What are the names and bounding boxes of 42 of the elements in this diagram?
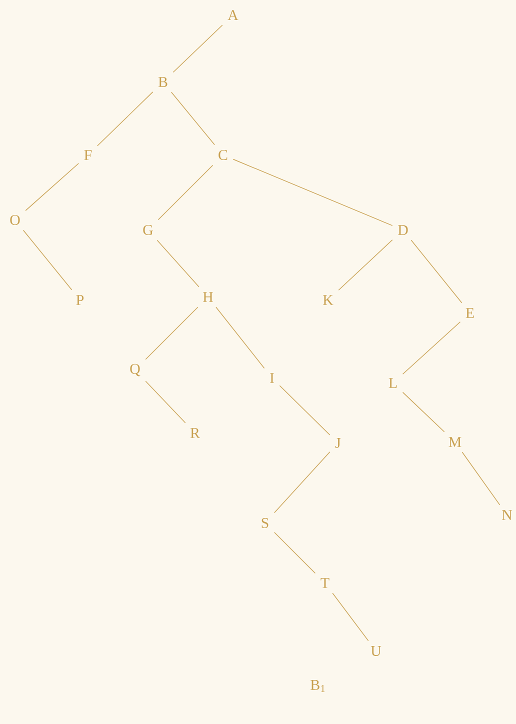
tree-edge (402, 322, 461, 374)
tree-edge (410, 240, 462, 304)
tree-edge (158, 164, 214, 220)
node-letter: H (203, 292, 213, 302)
tree-edge (274, 532, 316, 574)
node-letter: J (335, 438, 341, 448)
node-letter: P (76, 295, 84, 305)
tree-edge (97, 92, 154, 146)
tree-edge (216, 306, 265, 369)
node-letter: G (143, 224, 153, 236)
tree-edge (279, 385, 330, 436)
tree-edge (232, 158, 393, 226)
caption: B$_{1}$ (310, 680, 325, 692)
node-letter: E (466, 308, 474, 318)
node-letter: F (84, 150, 92, 160)
tree-edge (145, 380, 186, 424)
tree-edge (332, 592, 369, 642)
tree-edge (145, 306, 198, 360)
node-letter: N (502, 510, 512, 520)
node-letter: S (262, 518, 268, 528)
node-letter: I (270, 373, 274, 383)
node-letter: C (218, 150, 228, 160)
node-letter: A (228, 10, 238, 20)
tree-edge (172, 24, 223, 73)
node-letter: Q (130, 364, 140, 376)
tree-edge (156, 240, 200, 288)
tree-edge (338, 240, 393, 290)
node-letter: L (388, 378, 397, 388)
tree-edge (25, 163, 79, 211)
node-letter: D (398, 225, 408, 235)
node-letter: M (448, 437, 462, 447)
node-letter: K (323, 295, 334, 305)
node-letter: T (320, 578, 330, 588)
node-letter: R (190, 428, 200, 438)
tree-edge (402, 392, 445, 432)
tree-edge (274, 452, 330, 514)
tree-edge (462, 452, 500, 506)
node-letter: B (158, 77, 168, 87)
node-letter: O (10, 214, 20, 226)
tree-edge (170, 92, 215, 146)
tree-edge (22, 230, 72, 290)
node-letter: U (370, 646, 382, 656)
